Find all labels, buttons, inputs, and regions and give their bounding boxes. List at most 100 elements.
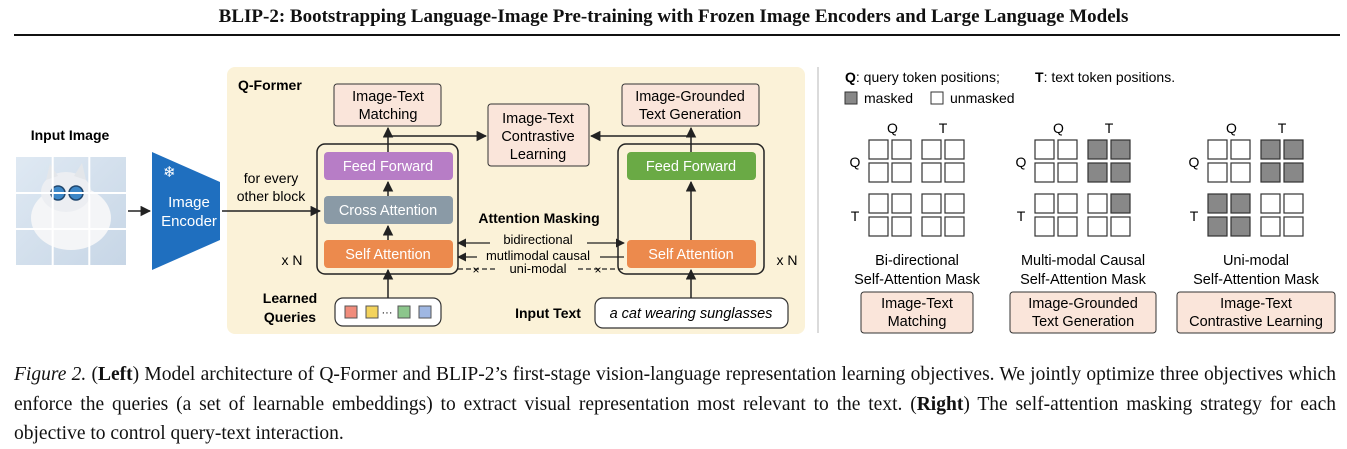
right-feed-forward-label: Feed Forward [646,159,736,175]
input-text-value: a cat wearing sunglasses [610,306,773,322]
mask-cell-unmasked [921,216,942,237]
mask-cell-unmasked [1260,216,1281,237]
input-image-label: Input Image [31,127,110,143]
mask-cell-unmasked [1207,139,1228,160]
mask-cell-unmasked [1057,162,1078,183]
legend-text-tokens: T: text token positions. [1035,69,1175,85]
image-encoder-label-2: Encoder [161,213,217,230]
caption-right-text: The self-attention masking strategy for … [14,393,1336,445]
mask-objective-line-1: Image-Text [1220,296,1292,312]
mask-cell-unmasked [944,193,965,214]
mask-cell-unmasked [868,216,889,237]
causal-label: mutlimodal causal [486,248,590,263]
caption-right-open: ( [910,393,917,415]
mask-cell-masked [1087,162,1108,183]
mask-cell-masked [1110,139,1131,160]
mask-cell-unmasked [891,162,912,183]
left-self-attention-label: Self Attention [345,247,430,263]
mask-row-label-q: Q [1016,154,1027,170]
bidirectional-label: bidirectional [503,232,572,247]
mask-cell-unmasked [944,216,965,237]
mask-cell-unmasked [921,193,942,214]
attention-masking-title: Attention Masking [478,210,599,226]
itg-label-1: Image-Grounded [635,89,745,105]
mask-cell-unmasked [1034,216,1055,237]
legend-unmasked-swatch [930,91,944,105]
mask-objective-box [860,291,974,334]
itc-objective-box [487,103,590,167]
mask-cell-unmasked [1057,193,1078,214]
query-token-4 [418,305,432,319]
for-every-label-1: for every [244,170,298,186]
mask-cell-masked [1110,162,1131,183]
mask-cell-unmasked [1087,193,1108,214]
mask-cell-unmasked [1057,216,1078,237]
mask-objective-line-2: Contrastive Learning [1189,314,1323,330]
input-text-label: Input Text [515,305,581,321]
mask-cell-unmasked [921,162,942,183]
left-self-attention [324,240,453,268]
mask-cell-masked [1230,216,1251,237]
mask-cell-unmasked [1057,139,1078,160]
legend-masked-label: masked [864,90,913,106]
mask-title-line-2: Self-Attention Mask [1020,272,1146,288]
mask-cell-unmasked [891,193,912,214]
mask-col-label-q: Q [1226,120,1237,136]
caption-left-open: ( [91,364,99,385]
unimodal-blocked-right-icon: × [594,263,601,277]
itm-label-2: Matching [359,107,418,123]
mask-objective-line-1: Image-Text [881,296,953,312]
mask-cell-masked [1260,162,1281,183]
mask-objective-box [1009,291,1157,334]
mask-cell-unmasked [1034,193,1055,214]
caption-left-close: ) [132,364,140,385]
caption-left-text: Model architecture of Q-Former and BLIP-… [14,364,1337,415]
caption-figure-label: Figure 2. [14,364,87,385]
itm-objective-box [333,83,442,127]
mask-objective-line-1: Image-Grounded [1028,296,1138,312]
mask-col-label-t: T [939,120,948,136]
mask-objective-line-2: Matching [888,314,947,330]
itc-label-2: Contrastive [501,129,574,145]
for-every-label-2: other block [237,188,306,204]
mask-cell-unmasked [944,139,965,160]
mask-cell-masked [1110,193,1131,214]
right-repeat-label: x N [777,252,798,268]
unimodal-label: uni-modal [509,261,566,276]
mask-cell-unmasked [868,139,889,160]
learned-queries-label-1: Learned [263,290,317,306]
mask-col-label-q: Q [1053,120,1064,136]
mask-cell-unmasked [1034,139,1055,160]
image-encoder-label-1: Image [168,194,210,211]
mask-cell-unmasked [1230,162,1251,183]
qformer-label: Q-Former [238,77,302,93]
mask-cell-masked [1260,139,1281,160]
mask-cell-unmasked [1110,216,1131,237]
snowflake-icon: ❄ [163,164,176,181]
mask-cell-unmasked [868,193,889,214]
mask-cell-unmasked [1034,162,1055,183]
mask-cell-unmasked [1207,162,1228,183]
itm-label-1: Image-Text [352,89,424,105]
mask-cell-masked [1283,139,1304,160]
mask-title-line-2: Self-Attention Mask [854,272,980,288]
caption-right-marker: Right [916,393,964,415]
learned-queries-label-2: Queries [264,309,316,325]
mask-title-line-1: Uni-modal [1223,253,1289,269]
mask-cell-unmasked [868,162,889,183]
mask-col-label-t: T [1278,120,1287,136]
mask-cell-unmasked [891,139,912,160]
query-dots: ··· [382,307,393,319]
itc-label-1: Image-Text [502,111,574,127]
left-feed-forward-label: Feed Forward [343,159,433,175]
mask-row-label-t: T [1190,208,1199,224]
mask-cell-masked [1207,193,1228,214]
itc-label-3: Learning [510,147,566,163]
mask-cell-unmasked [1230,139,1251,160]
caption-right-close: ) [963,393,970,415]
mask-col-label-q: Q [887,120,898,136]
page-title: BLIP-2: Bootstrapping Language-Image Pre… [218,6,1129,27]
figure-2-diagram: Input Image ❄ Image Encoder Q-Former for… [16,67,1336,334]
mask-cell-masked [1230,193,1251,214]
